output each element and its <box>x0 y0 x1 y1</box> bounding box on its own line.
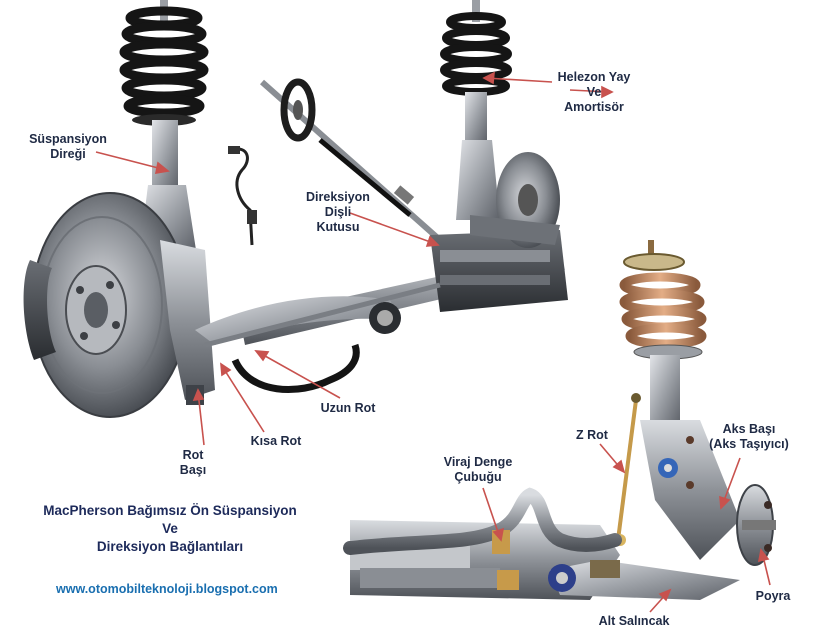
label-lower-arm-text: Alt Salıncak <box>598 614 670 628</box>
left-strut-assembly <box>23 0 257 418</box>
diagram-title-line1: MacPherson Bağımsız Ön Süspansiyon <box>43 503 297 518</box>
label-z-rod-text: Z Rot <box>576 428 608 442</box>
arrow-short-rod <box>220 362 265 433</box>
label-knuckle-line2: (Aks Taşıyıcı) <box>709 437 789 451</box>
arrow-stabilizer <box>482 487 505 542</box>
right-strut-assembly <box>440 0 560 248</box>
arrow-coil-spring <box>482 71 614 99</box>
label-strut-line2: Direği <box>50 147 86 161</box>
arrow-z-rod <box>599 443 626 474</box>
label-stabilizer-line1: Viraj Denge <box>443 455 513 469</box>
label-tie-rod-end-line2: Başı <box>179 463 207 477</box>
label-coil-spring-line1: Helezon Yay <box>557 70 631 84</box>
label-lower-arm: Alt Salıncak <box>584 614 684 629</box>
label-strut-line1: Süspansiyon <box>29 132 107 146</box>
arrow-hub <box>757 548 771 586</box>
label-knuckle: Aks Başı (Aks Taşıyıcı) <box>694 422 804 452</box>
label-coil-spring: Helezon Yay Ve Amortisör <box>544 70 644 115</box>
left-coil-spring <box>119 6 209 118</box>
diagram-title: MacPherson Bağımsız Ön Süspansiyon Ve Di… <box>20 502 320 556</box>
diagram-title-line3: Direksiyon Bağlantıları <box>96 539 244 554</box>
arrow-tie-rod-end <box>192 388 205 446</box>
subframe-assembly <box>343 487 740 600</box>
label-steering-box-line3: Kutusu <box>316 220 360 234</box>
website-url: www.otomobilteknoloji.blogspot.com <box>56 582 278 596</box>
label-strut: Süspansiyon Direği <box>18 132 118 162</box>
label-long-rod: Uzun Rot <box>308 401 388 416</box>
label-coil-spring-line3: Amortisör <box>564 100 624 114</box>
arrow-lower-arm <box>649 588 672 613</box>
label-steering-box: Direksiyon Dişli Kutusu <box>288 190 388 235</box>
label-hub: Poyra <box>748 589 798 604</box>
arrow-long-rod <box>254 350 341 399</box>
coilover-strut-assembly <box>614 240 776 566</box>
arrow-knuckle <box>719 457 741 510</box>
label-long-rod-text: Uzun Rot <box>320 401 376 415</box>
arrow-strut <box>95 151 170 174</box>
label-knuckle-line1: Aks Başı <box>722 422 776 436</box>
label-steering-box-line1: Direksiyon <box>306 190 370 204</box>
label-stabilizer-line2: Çubuğu <box>454 470 502 484</box>
label-short-rod: Kısa Rot <box>236 434 316 449</box>
diagram-title-line2: Ve <box>162 521 178 536</box>
label-hub-text: Poyra <box>755 589 791 603</box>
label-short-rod-text: Kısa Rot <box>250 434 302 448</box>
label-coil-spring-line2: Ve <box>586 85 602 99</box>
label-tie-rod-end: Rot Başı <box>168 448 218 478</box>
callout-arrows <box>95 71 771 613</box>
label-tie-rod-end-line1: Rot <box>182 448 204 462</box>
steering-system <box>195 78 568 393</box>
label-stabilizer: Viraj Denge Çubuğu <box>428 455 528 485</box>
label-steering-box-line2: Dişli <box>324 205 352 219</box>
arrow-steering-box <box>349 212 440 247</box>
label-z-rod: Z Rot <box>562 428 622 443</box>
